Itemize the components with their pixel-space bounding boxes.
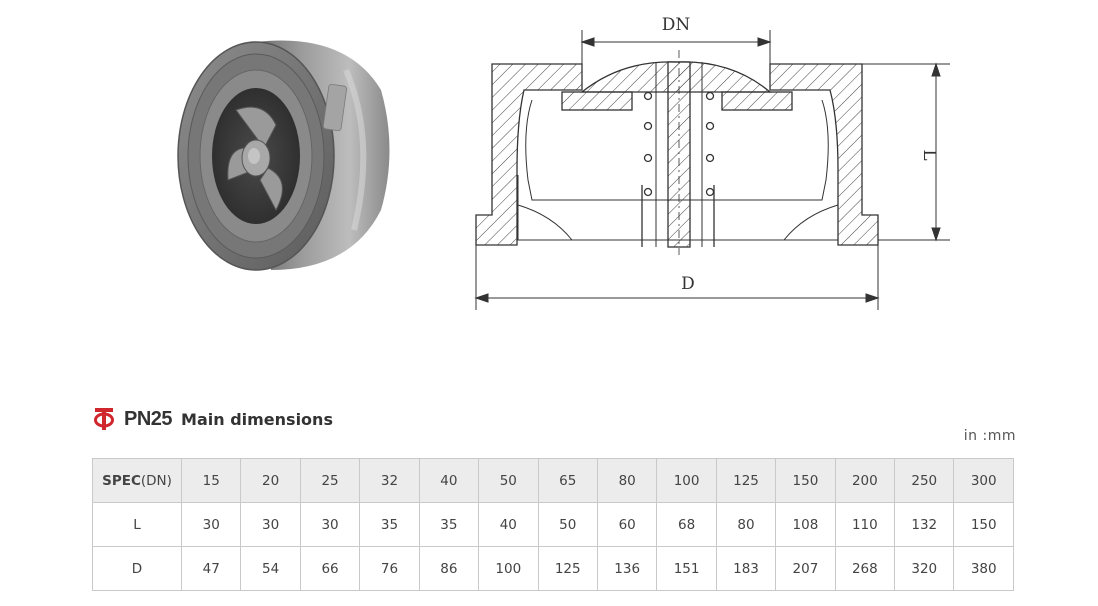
table-cell: 40: [478, 502, 539, 547]
size-header-cell: 200: [834, 458, 896, 503]
spec-header-cell: SPEC(DN): [92, 458, 182, 503]
size-header-cell: 80: [596, 458, 658, 503]
heading-title: PN25: [124, 407, 173, 430]
table-cell: 30: [180, 502, 242, 547]
valve-body-right: [769, 63, 879, 246]
size-header-cell: 100: [656, 458, 717, 503]
size-header-cell: 125: [715, 458, 777, 503]
table-cell: 110: [834, 502, 896, 547]
row-label-cell: L: [92, 502, 182, 547]
size-header-cell: 150: [775, 458, 836, 503]
row-label-cell: D: [92, 546, 182, 591]
table-cell: 183: [715, 546, 777, 591]
size-header-cell: 65: [537, 458, 598, 503]
size-header-cell: 15: [180, 458, 242, 503]
table-cell: 108: [775, 502, 836, 547]
table-cell: 47: [180, 546, 242, 591]
table-cell: 68: [656, 502, 717, 547]
valve-body-left: [475, 63, 583, 246]
table-cell: 50: [537, 502, 598, 547]
spec-header-rest: (DN): [140, 472, 172, 489]
spec-header-bold: SPEC: [102, 472, 141, 489]
table-cell: 30: [299, 502, 361, 547]
dimension-label-l: L: [919, 149, 939, 160]
table-cell: 76: [359, 546, 420, 591]
valve-photo: [177, 40, 390, 271]
table-cell: 320: [894, 546, 955, 591]
table-cell: 136: [596, 546, 658, 591]
table-cell: 35: [418, 502, 480, 547]
table-cell: 35: [359, 502, 420, 547]
cross-section-drawing: DN L D: [474, 15, 950, 310]
table-cell: 86: [418, 546, 480, 591]
table-cell: 150: [953, 502, 1014, 547]
table-cell: 268: [834, 546, 896, 591]
table-cell: 132: [894, 502, 955, 547]
table-cell: 380: [953, 546, 1014, 591]
size-header-cell: 25: [299, 458, 361, 503]
size-header-cell: 250: [894, 458, 955, 503]
dimension-label-d: D: [681, 274, 695, 294]
size-header-cell: 32: [359, 458, 420, 503]
size-header-cell: 300: [953, 458, 1014, 503]
table-cell: 66: [299, 546, 361, 591]
table-cell: 151: [656, 546, 717, 591]
table-cell: 30: [240, 502, 301, 547]
dimension-label-dn: DN: [662, 15, 691, 35]
table-cell: 125: [537, 546, 598, 591]
table-cell: 80: [715, 502, 777, 547]
table-cell: 54: [240, 546, 301, 591]
section-heading: PN25 Main dimensions: [92, 404, 333, 434]
table-cell: 100: [478, 546, 539, 591]
unit-label: in :mm: [963, 428, 1016, 444]
table-cell: 207: [775, 546, 836, 591]
size-header-cell: 40: [418, 458, 480, 503]
pipe-flange-logo-icon: [94, 408, 114, 430]
table-cell: 60: [596, 502, 658, 547]
size-header-cell: 20: [240, 458, 301, 503]
size-header-cell: 50: [478, 458, 539, 503]
heading-subtitle: Main dimensions: [181, 409, 333, 429]
